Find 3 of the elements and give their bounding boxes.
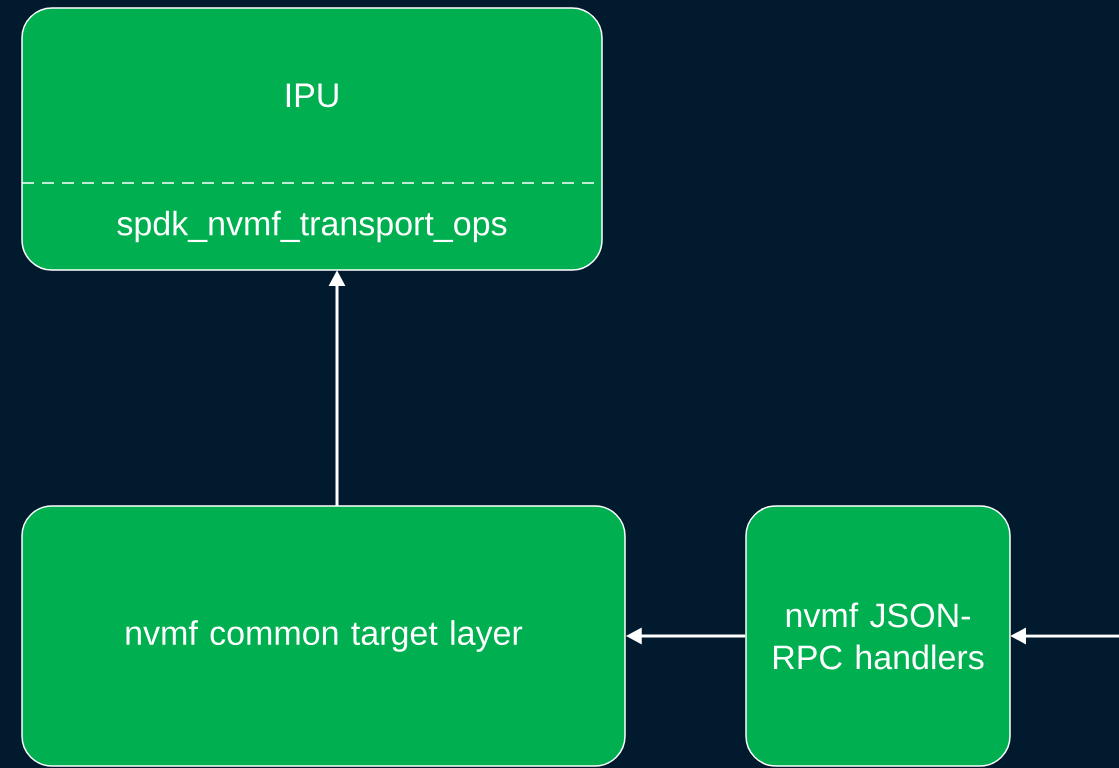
- process-box: IPU spdk_nvmf_transport_ops: [21, 7, 603, 271]
- process-box: nvmf JSON-RPC handlers: [745, 505, 1011, 767]
- process-box: nvmf common target layer: [21, 505, 626, 767]
